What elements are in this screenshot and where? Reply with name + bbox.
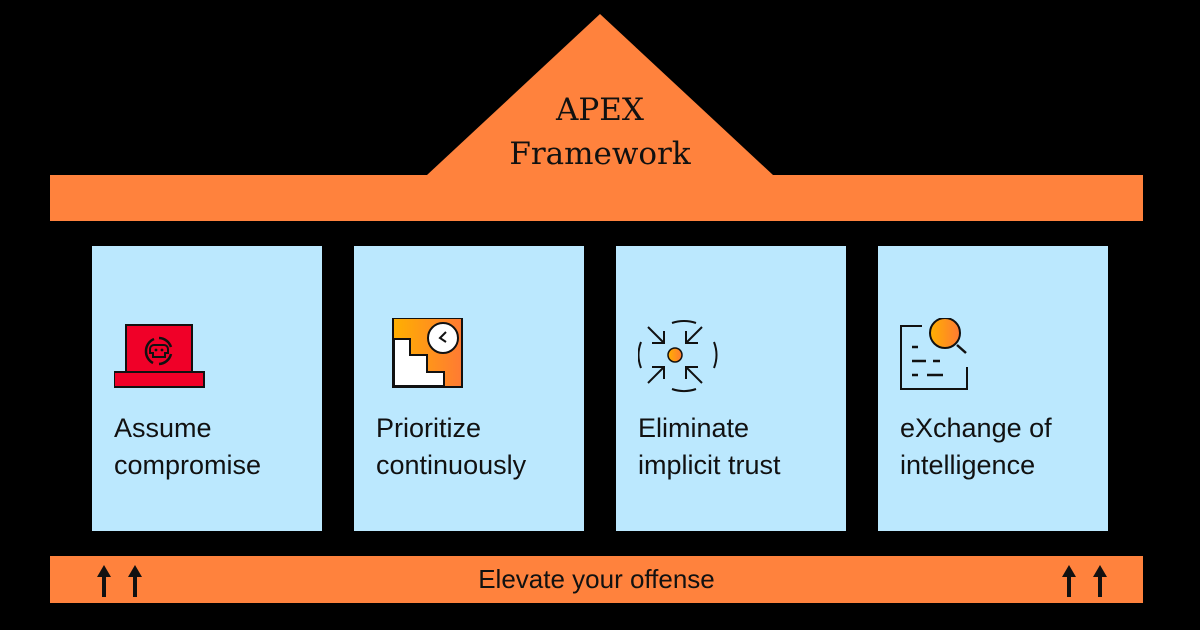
stairs-clock-icon — [392, 318, 463, 388]
pillar-assume-compromise: Assume compromise — [92, 246, 322, 531]
pillar-label-line1: eXchange of — [900, 413, 1052, 443]
pillar-label-line1: Assume — [114, 413, 212, 443]
converging-arrows-icon — [638, 319, 718, 392]
framework-title-line2: Framework — [509, 136, 691, 172]
pillar-label-line2: intelligence — [900, 450, 1036, 480]
roof-pediment — [427, 14, 773, 175]
base-label: Elevate your offense — [478, 564, 715, 594]
framework-title-line1: APEX — [556, 92, 644, 128]
compromised-laptop-icon — [114, 324, 205, 388]
roof-beam — [50, 175, 1143, 221]
pillar-label-line2: continuously — [376, 450, 527, 480]
pillar-label-line2: compromise — [114, 450, 262, 480]
pillar-prioritize-continuously: Prioritize continuously — [354, 246, 584, 531]
pillar-label: eXchange of intelligence — [900, 410, 1052, 484]
framework-title: APEX Framework — [450, 88, 750, 176]
pillar-label: Assume compromise — [114, 410, 261, 484]
base-bar: Elevate your offense — [50, 556, 1143, 603]
pillar-label-line1: Prioritize — [376, 413, 482, 443]
pillar-label: Eliminate implicit trust — [638, 410, 781, 484]
pillar-exchange-of-intelligence: eXchange of intelligence — [878, 246, 1108, 531]
up-arrows-icon — [97, 565, 142, 597]
pillar-eliminate-implicit-trust: Eliminate implicit trust — [616, 246, 846, 531]
pillar-label: Prioritize continuously — [376, 410, 526, 484]
document-search-icon — [900, 318, 968, 390]
roof — [50, 14, 1143, 221]
up-arrows-icon — [1062, 565, 1107, 597]
pillar-label-line2: implicit trust — [638, 450, 781, 480]
pillar-label-line1: Eliminate — [638, 413, 750, 443]
